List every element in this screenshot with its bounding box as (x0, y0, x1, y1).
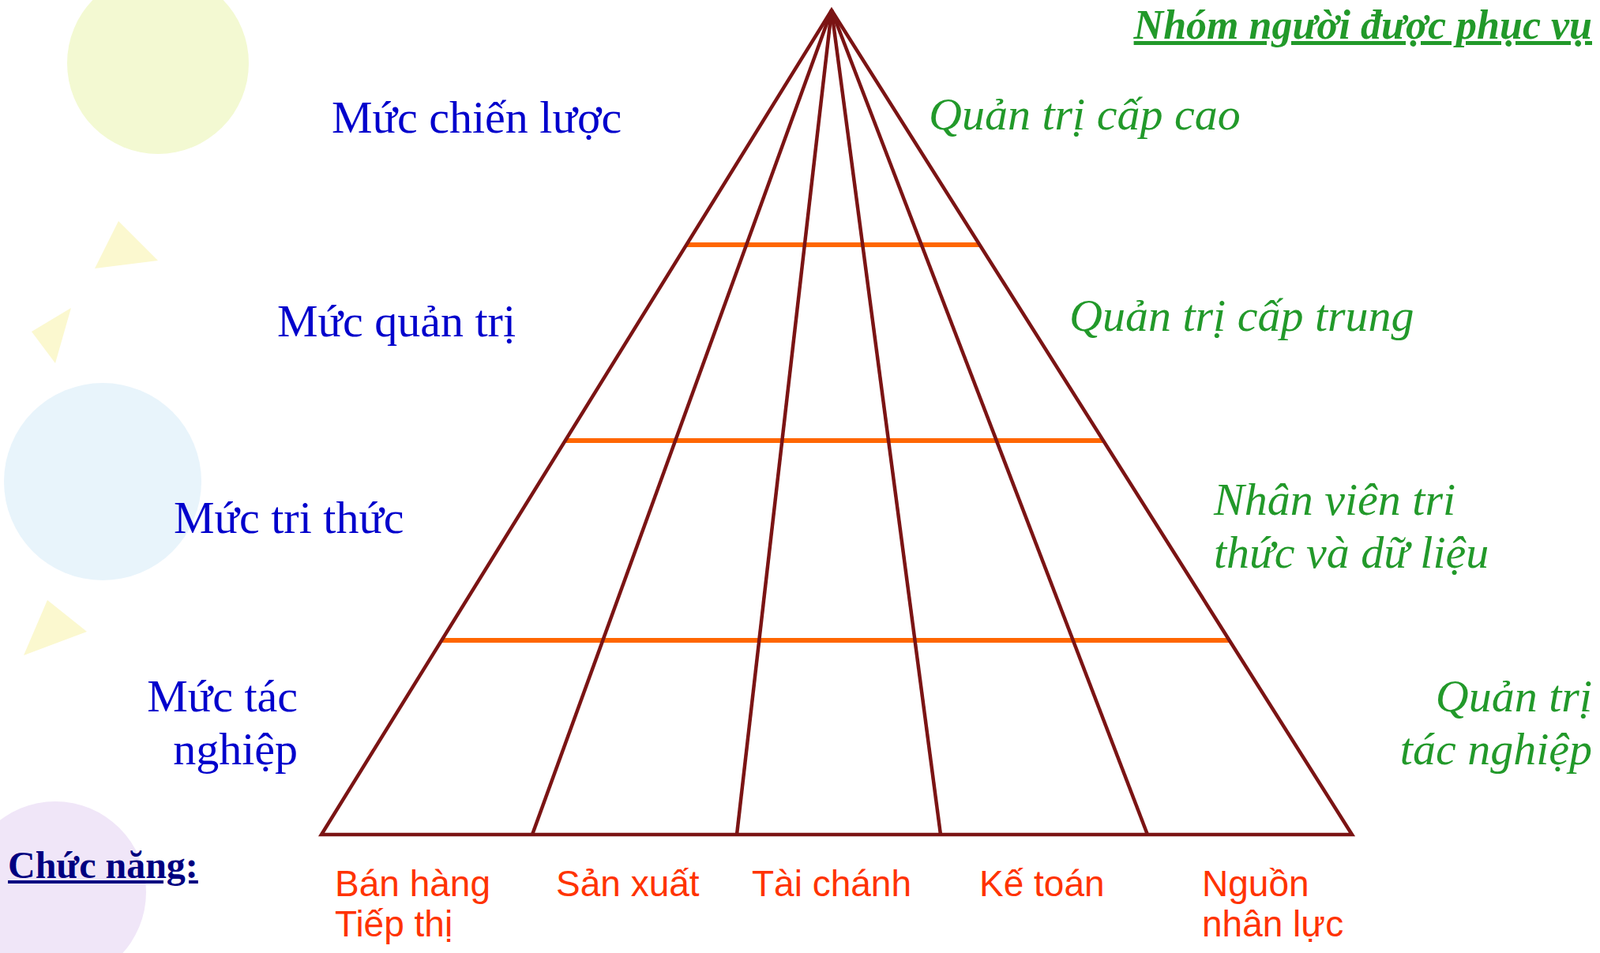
ray (94, 221, 158, 269)
level-divider (441, 638, 1230, 643)
ray (31, 307, 72, 364)
group-label: Quản trị tác nghiệp (1386, 670, 1593, 776)
level-label: Mức tác nghiệp (108, 670, 298, 776)
function-divider (831, 10, 941, 835)
level-label: Mức chiến lược (331, 91, 743, 145)
function-heading: Chức năng: (7, 843, 308, 887)
level-label: Mức tri thức (173, 492, 490, 545)
background-decor (0, 0, 249, 953)
level-label: Mức quản trị (277, 295, 609, 349)
balloon (67, 0, 249, 154)
function-label: Bán hàng Tiếp thị (334, 863, 522, 944)
function-label: Kế toán (979, 863, 1185, 905)
function-label: Nguồn nhân lực (1201, 863, 1364, 944)
group-label: Quản trị cấp cao (928, 88, 1482, 142)
function-label: Sản xuất (555, 863, 746, 905)
level-divider (686, 242, 980, 248)
function-label: Tài chánh (751, 863, 973, 905)
group-header: Nhóm người được phục vụ (802, 1, 1593, 49)
function-divider (736, 10, 832, 835)
balloon (3, 383, 202, 581)
group-label: Nhân viên tri thức và dữ liệu (1213, 473, 1518, 579)
level-divider (565, 438, 1104, 444)
ray (23, 600, 87, 656)
group-label: Quản trị cấp trung (1069, 289, 1591, 343)
